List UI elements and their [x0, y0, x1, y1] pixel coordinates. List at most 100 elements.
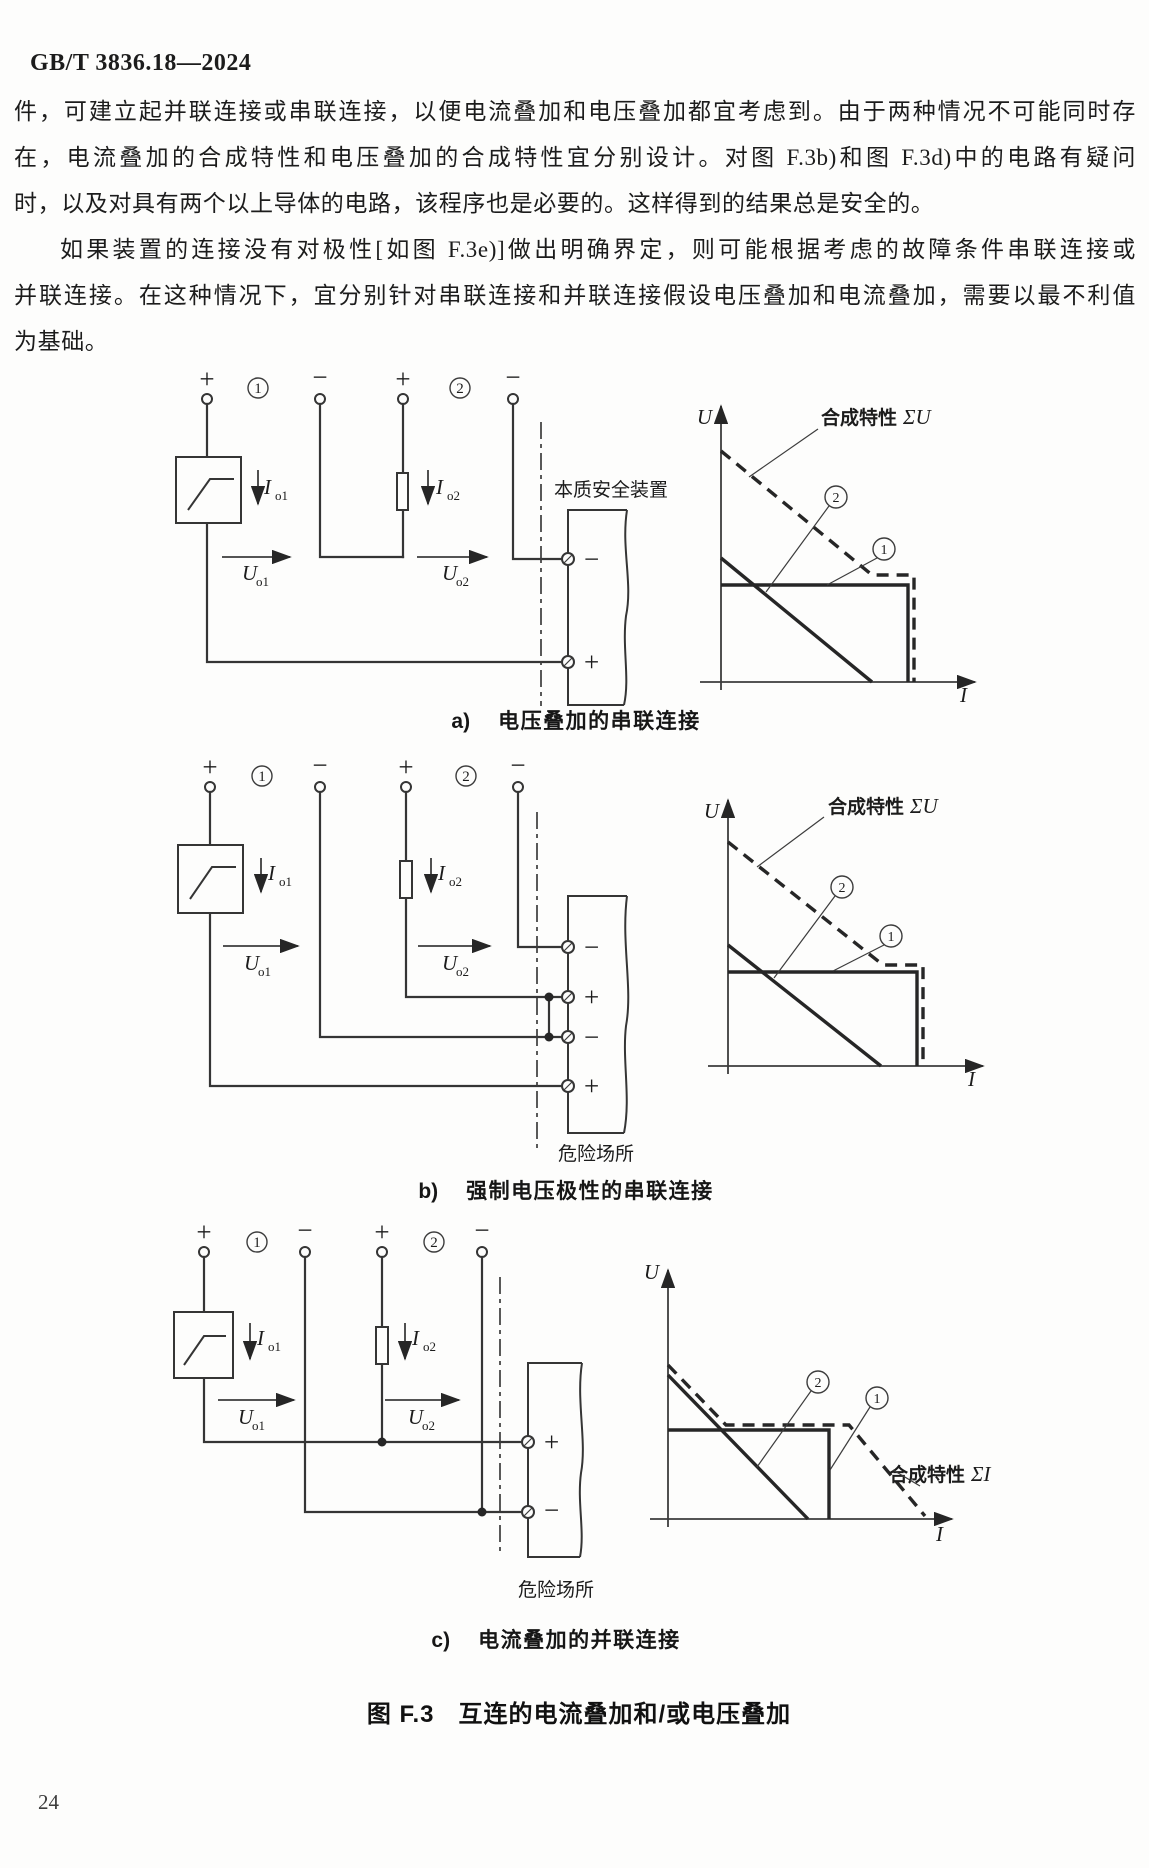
terminal-circle — [507, 393, 519, 405]
svg-text:合成特性: 合成特性 — [889, 1463, 965, 1486]
curve-2-callout: 2 — [765, 485, 848, 593]
hazardous-area-box: − + − + 危险场所 — [558, 895, 634, 1165]
uo1-arrow: U o1 — [223, 938, 300, 979]
is-apparatus-label: 本质安全装置 — [554, 479, 668, 501]
figure-b-caption: b)强制电压极性的串联连接 — [418, 1180, 714, 1203]
io2-label: I — [435, 475, 444, 499]
hazardous-area-box: + − 危险场所 — [518, 1362, 594, 1601]
current-limiter-symbol — [177, 844, 244, 914]
series-2-linear — [719, 556, 874, 684]
svg-text:合成特性: 合成特性 — [828, 795, 904, 818]
source-terminals: + − + − 1 2 — [202, 750, 526, 793]
wavy-edge — [623, 509, 630, 706]
resistor-symbol — [396, 472, 409, 511]
plus-sign: + — [374, 1217, 389, 1247]
figure-c-chart: U I 合成特性 ΣI 2 1 — [644, 1260, 992, 1546]
uo2-sub: o2 — [422, 1418, 435, 1433]
figure-a-diagram: + − + − 1 2 I — [175, 362, 977, 707]
uo1-sub: o1 — [252, 1418, 265, 1433]
figure-f3-number: 图 F.3 — [366, 1701, 435, 1728]
terminal-circle — [314, 781, 326, 793]
plus-sign: + — [202, 752, 217, 782]
series-1-rectangular — [668, 1428, 831, 1519]
circled-number-1-icon — [247, 377, 269, 399]
io1-label: I — [267, 861, 276, 885]
terminal-circle — [299, 1246, 311, 1258]
uo2-label: U — [442, 561, 459, 585]
io2-label: I — [411, 1326, 420, 1350]
source1-positive-wire — [205, 402, 570, 664]
io1-sub: o1 — [275, 488, 288, 503]
terminal-plus: + — [584, 647, 599, 677]
sigma-u-label: ΣU — [902, 405, 932, 429]
composite-label: 合成特性 ΣI — [889, 1462, 991, 1487]
terminal-circle — [376, 1246, 388, 1258]
figure-b-diagram: + − + − 1 2 I — [177, 750, 985, 1165]
io2-sub: o2 — [423, 1339, 436, 1354]
terminal-circle — [314, 393, 326, 405]
uo1-label: U — [242, 561, 259, 585]
io1-label: I — [256, 1326, 265, 1350]
source2-negative-wire — [511, 402, 570, 561]
io2-arrow: I o2 — [420, 470, 460, 506]
circuit-wiring — [202, 1255, 530, 1517]
y-axis-label: U — [644, 1260, 661, 1284]
uo2-sub: o2 — [456, 964, 469, 979]
source2-negative-wire — [516, 790, 570, 949]
uo1-label: U — [238, 1405, 255, 1429]
circled-number-2: 2 — [430, 1235, 438, 1251]
source-terminals: + − + − 1 2 — [196, 1215, 490, 1258]
terminal-circle — [198, 1246, 210, 1258]
terminal-circle — [201, 393, 213, 405]
y-axis-label: U — [704, 799, 721, 823]
io1-sub: o1 — [268, 1339, 281, 1354]
plus-sign: + — [196, 1217, 211, 1247]
uo2-label: U — [442, 951, 459, 975]
circled-number-2: 2 — [462, 769, 470, 785]
wavy-edge — [578, 1362, 584, 1558]
io2-label: I — [437, 861, 446, 885]
svg-text:2: 2 — [839, 881, 846, 896]
svg-text:2: 2 — [833, 491, 840, 506]
figure-c-diagram: + − + − 1 2 I o1 — [173, 1215, 992, 1601]
resistor-symbol — [375, 1326, 389, 1365]
sigma-i-label: ΣI — [970, 1462, 991, 1486]
junction-dot — [544, 1032, 554, 1042]
uo1-sub: o1 — [258, 964, 271, 979]
circuit-wiring — [208, 790, 570, 1088]
current-limiter-symbol — [173, 1311, 234, 1379]
io2-arrow: I o2 — [423, 858, 462, 894]
terminal-plus: + — [584, 1071, 599, 1101]
terminal-circle — [397, 393, 409, 405]
hazardous-area-label: 危险场所 — [518, 1579, 594, 1601]
terminal-circle — [512, 781, 524, 793]
plus-sign: + — [398, 752, 413, 782]
body-line: 件，可建立起并联连接或串联连接，以便电流叠加和电压叠加都宜考虑到。由于两种情况不… — [14, 99, 1136, 124]
circled-number-2-icon — [455, 765, 477, 787]
source-terminals: + − + − 1 2 — [199, 362, 521, 405]
current-limiter-symbol — [175, 456, 242, 524]
wavy-edge — [623, 895, 630, 1134]
terminal-plus: + — [584, 982, 599, 1012]
io1-arrow: I o1 — [253, 858, 292, 894]
junction-dot — [377, 1437, 387, 1447]
io1-label: I — [263, 475, 272, 499]
curve-1-callout: 1 — [829, 1386, 889, 1471]
circled-number-2: 2 — [456, 381, 464, 397]
series-2-linear — [666, 1373, 810, 1521]
uo2-label: U — [408, 1405, 425, 1429]
uo1-sub: o1 — [256, 574, 269, 589]
x-axis-label: I — [967, 1067, 976, 1091]
circled-number-2-icon — [423, 1231, 445, 1253]
terminal-circle — [476, 1246, 488, 1258]
minus-sign: − — [312, 750, 327, 780]
source1-positive-wire — [208, 790, 570, 1088]
body-line: 时，以及对具有两个以上导体的电路，该程序也是必要的。这样得到的结果总是安全的。 — [14, 191, 935, 216]
uo1-arrow: U o1 — [222, 549, 292, 589]
uo2-arrow: U o2 — [417, 549, 489, 589]
minus-sign: − — [312, 362, 327, 392]
io2-arrow: I o2 — [397, 1323, 436, 1361]
composite-label: 合成特性 ΣU — [748, 405, 932, 478]
curve-2-callout: 2 — [756, 1370, 830, 1468]
